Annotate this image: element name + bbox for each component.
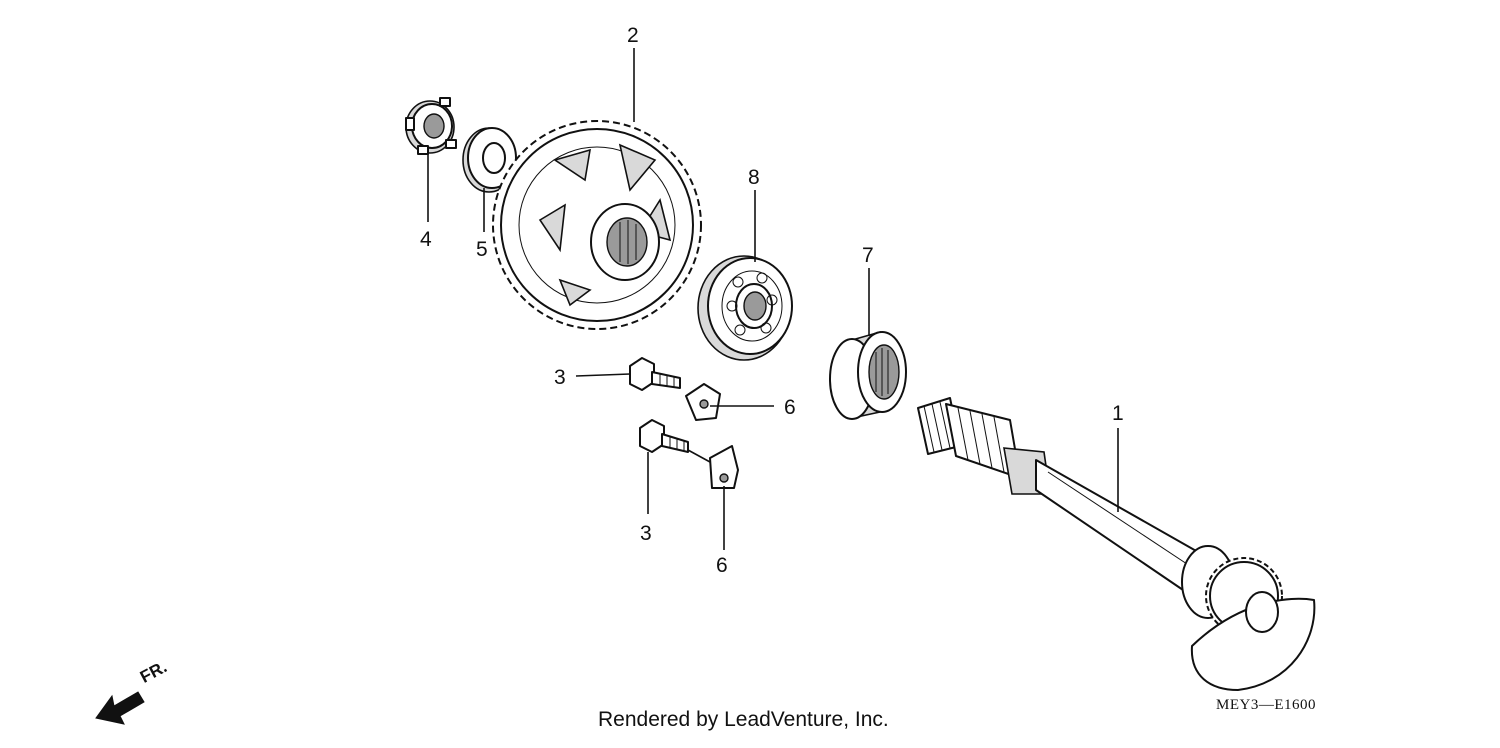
callout-7: 7 (862, 244, 874, 267)
render-credit: Rendered by LeadVenture, Inc. (598, 708, 889, 731)
diagram-code: MEY3—E1600 (1216, 697, 1316, 713)
callout-8: 8 (748, 166, 760, 189)
part-5-washer[interactable] (462, 127, 517, 193)
part-3-bolt-lower[interactable] (639, 419, 689, 453)
callout-1: 1 (1112, 402, 1124, 425)
callout-3-lower: 3 (640, 522, 652, 545)
part-1-kickstarter-spindle[interactable] (917, 397, 1316, 691)
leader-bolt-plate (687, 449, 711, 463)
front-direction-arrow-icon (95, 691, 145, 725)
part-4-castle-nut[interactable] (405, 97, 457, 155)
callout-6-upper: 6 (784, 396, 796, 419)
part-8-ball-bearing[interactable] (697, 255, 793, 361)
callout-6-lower: 6 (716, 554, 728, 577)
callout-4: 4 (420, 228, 432, 251)
part-7-needle-bearing[interactable] (829, 330, 907, 420)
callout-5: 5 (476, 238, 488, 261)
part-6-plate-lower[interactable] (709, 445, 739, 489)
callout-3-upper: 3 (554, 366, 566, 389)
part-3-bolt-upper[interactable] (629, 357, 681, 391)
part-2-gear[interactable] (492, 120, 702, 330)
callout-2: 2 (627, 24, 639, 47)
leader-3-upper (575, 373, 631, 377)
part-6-plate-upper[interactable] (685, 383, 721, 421)
